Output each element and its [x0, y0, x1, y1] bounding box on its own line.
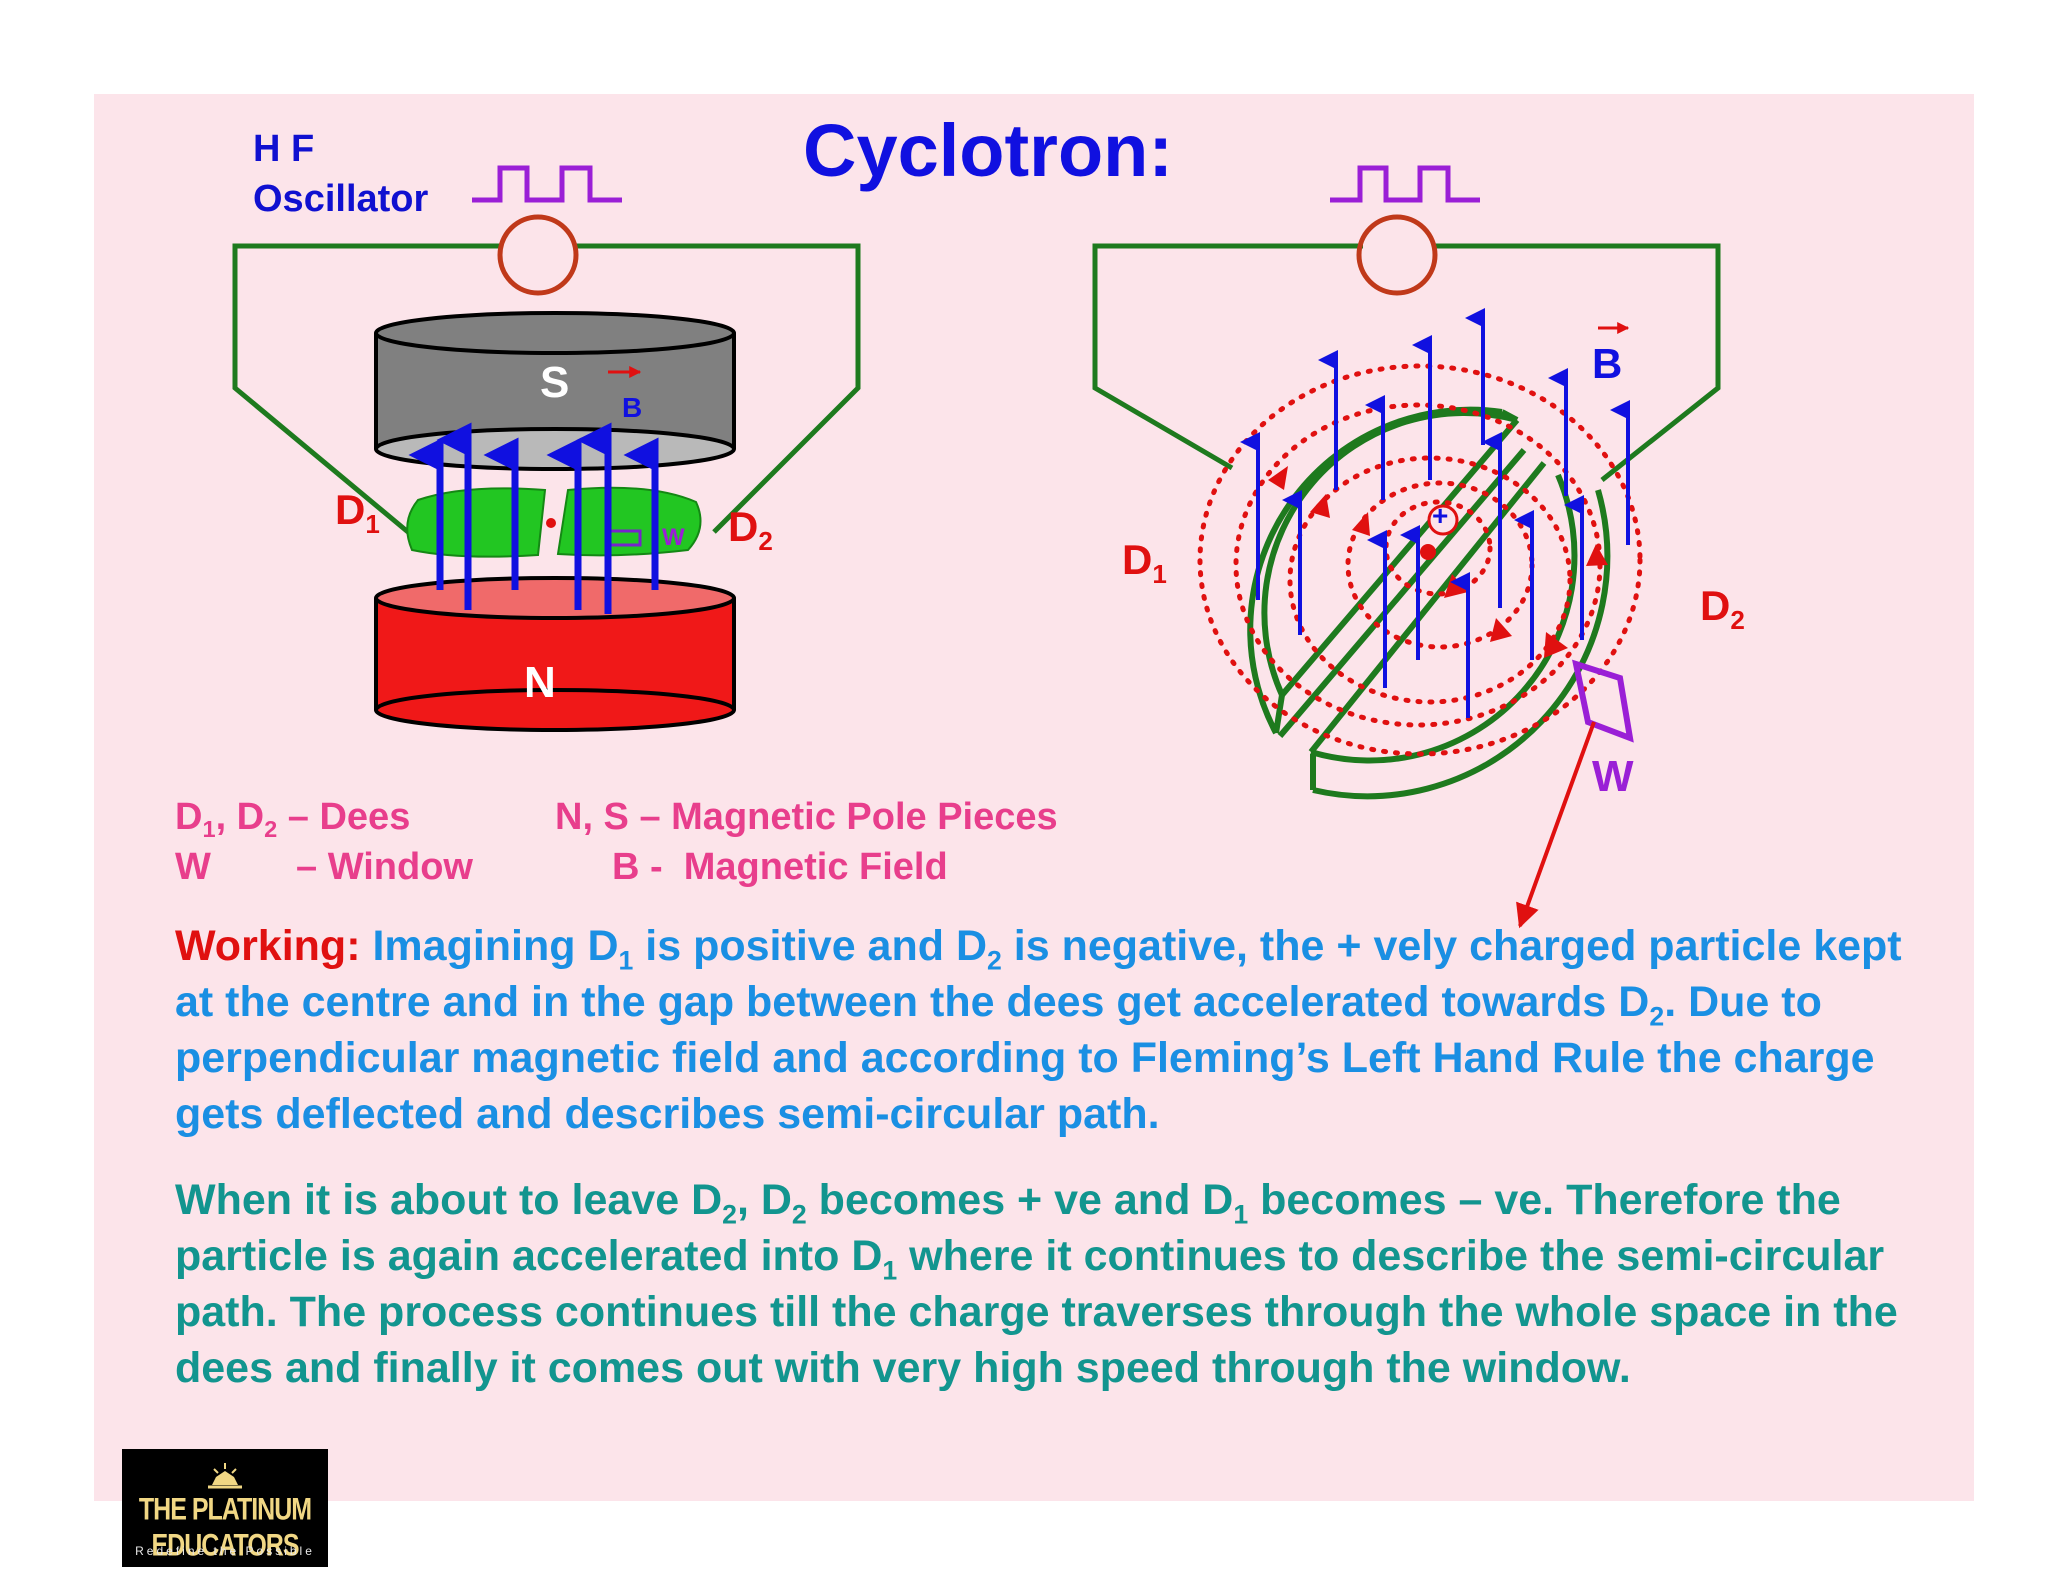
- legend-window: – Window: [296, 846, 473, 888]
- window-pointer-arrow: [1516, 721, 1596, 929]
- centre-dot-right: [1420, 544, 1436, 560]
- legend-window-key: W: [175, 846, 211, 888]
- path-arrow: [1586, 544, 1608, 566]
- oscillator-label-line2: Oscillator: [253, 178, 429, 220]
- dee-1-left: [406, 487, 547, 558]
- logo-tagline: Redefine the Possible: [135, 1544, 315, 1558]
- path-arrow: [1490, 618, 1512, 642]
- wire-left-circuit: [232, 243, 861, 534]
- legend-magnetic-field: B - Magnetic Field: [612, 846, 948, 888]
- window-right: [1572, 659, 1634, 743]
- legend-pole-pieces: N, S – Magnetic Pole Pieces: [555, 796, 1058, 838]
- working-paragraph-2: When it is about to leave D2, D2 becomes…: [175, 1176, 1898, 1392]
- oscillator-ring-right: [1356, 214, 1438, 296]
- magnetic-field-arrows-left: [408, 422, 659, 614]
- n-pole-label: N: [524, 658, 556, 707]
- crown-icon: [208, 1463, 242, 1489]
- s-pole-label: S: [540, 358, 570, 407]
- path-arrow: [1544, 632, 1568, 658]
- right-diagram: [1092, 165, 1721, 929]
- b-field-label-right: B: [1592, 340, 1623, 387]
- platinum-educators-logo: THE PLATINUM EDUCATORS Redefine the Poss…: [122, 1449, 328, 1567]
- magnetic-field-arrows-right: [1240, 308, 1630, 718]
- dee-1-label-right: D1: [1122, 536, 1167, 590]
- page-title: Cyclotron:: [803, 109, 1173, 192]
- working-label: Working:: [175, 922, 361, 970]
- legend-dees: D1, D2 – Dees: [175, 796, 411, 843]
- logo-text: THE PLATINUM EDUCATORS: [138, 1491, 312, 1563]
- oscillator-wave-right: [1330, 165, 1480, 203]
- dee-2-label-left: D2: [728, 503, 773, 557]
- oscillator-wave-left: [472, 165, 622, 203]
- path-arrow: [1268, 466, 1288, 490]
- dee-2-label-right: D2: [1700, 582, 1745, 636]
- b-field-label-left: B: [622, 392, 643, 423]
- centre-dot-left: [546, 518, 556, 528]
- positive-charge: [1427, 504, 1459, 536]
- window-label-right: W: [1592, 752, 1634, 801]
- dee-2-right: [1308, 461, 1611, 800]
- path-arrow: [1352, 512, 1370, 536]
- left-diagram: [232, 165, 861, 732]
- path-arrow: [1310, 494, 1330, 518]
- working-paragraph-1: Working: Imagining D1 is positive and D2…: [175, 922, 1902, 1138]
- oscillator-label-line1: H F: [253, 128, 315, 170]
- wire-right-circuit: [1092, 243, 1721, 482]
- dee-1-label-left: D1: [335, 486, 380, 540]
- charge-sign: +: [1432, 500, 1449, 531]
- window-label-left: W: [662, 524, 685, 551]
- oscillator-ring-left: [497, 214, 579, 296]
- window-left: [608, 529, 642, 547]
